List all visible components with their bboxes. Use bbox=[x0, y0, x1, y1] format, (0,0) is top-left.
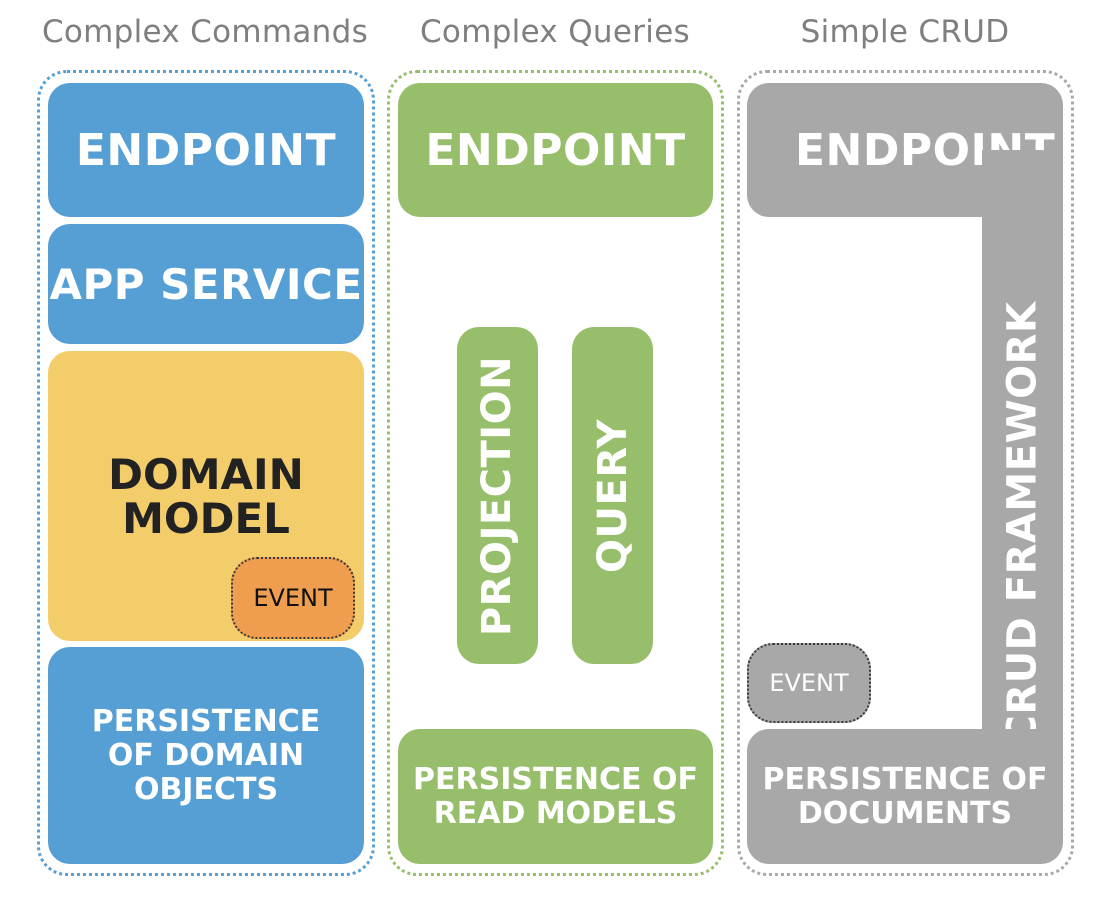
heading-simple-crud: Simple CRUD bbox=[800, 14, 1010, 50]
crud-persistence: PERSISTENCE OF DOCUMENTS bbox=[747, 729, 1063, 864]
queries-persistence: PERSISTENCE OF READ MODELS bbox=[398, 729, 713, 864]
projection-label: PROJECTION bbox=[474, 355, 521, 636]
heading-complex-queries: Complex Queries bbox=[419, 14, 691, 50]
queries-endpoint: ENDPOINT bbox=[398, 83, 713, 217]
commands-column-frame bbox=[37, 70, 375, 876]
crud-column-frame bbox=[737, 70, 1074, 876]
crud-event: EVENT bbox=[747, 643, 871, 723]
domain-model-label: DOMAIN MODEL bbox=[108, 450, 304, 543]
commands-endpoint: ENDPOINT bbox=[48, 83, 364, 217]
commands-event: EVENT bbox=[231, 557, 355, 639]
heading-complex-commands: Complex Commands bbox=[41, 14, 369, 50]
queries-column-frame bbox=[387, 70, 724, 876]
query-box: QUERY bbox=[572, 327, 653, 664]
projection-box: PROJECTION bbox=[457, 327, 538, 664]
commands-persistence: PERSISTENCE OF DOMAIN OBJECTS bbox=[48, 647, 364, 864]
query-label: QUERY bbox=[589, 418, 636, 573]
commands-app-service: APP SERVICE bbox=[48, 224, 364, 344]
crud-framework: CRUD FRAMEWORK bbox=[982, 150, 1063, 800]
crud-framework-label: CRUD FRAMEWORK bbox=[999, 301, 1046, 744]
